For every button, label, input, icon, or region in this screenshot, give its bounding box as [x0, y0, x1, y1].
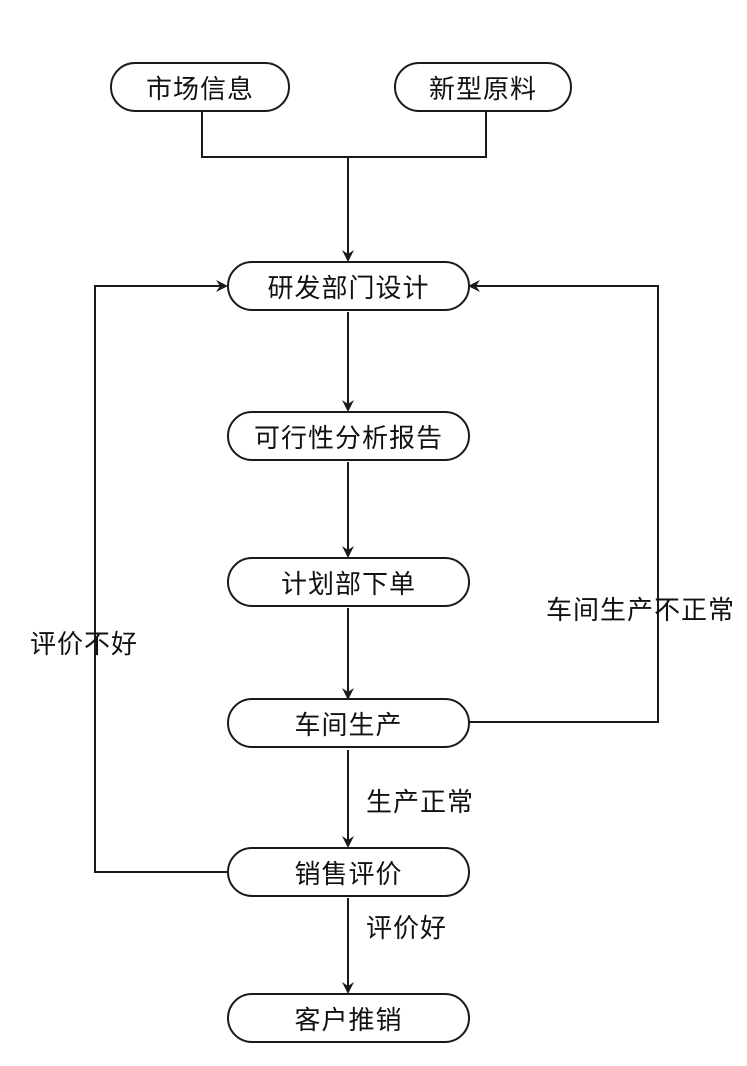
node-feasibility-report: 可行性分析报告 [227, 411, 470, 461]
node-planning-order: 计划部下单 [227, 557, 470, 607]
connector-market-info [201, 112, 348, 158]
label-production-normal: 生产正常 [366, 788, 475, 818]
node-workshop-production: 车间生产 [227, 698, 470, 748]
node-new-material: 新型原料 [394, 62, 572, 112]
feedback-workshop-abnormal [468, 280, 659, 723]
label-evaluation-bad: 评价不好 [30, 630, 139, 660]
label-workshop-abnormal: 车间生产不正常 [546, 596, 736, 626]
node-customer-promotion: 客户推销 [227, 993, 470, 1043]
node-rd-design: 研发部门设计 [227, 261, 470, 311]
connector-new-material [348, 112, 487, 158]
label-evaluation-good: 评价好 [366, 914, 448, 944]
node-market-info: 市场信息 [110, 62, 290, 112]
feedback-evaluation-bad [94, 280, 228, 873]
node-sales-evaluation: 销售评价 [227, 847, 470, 897]
